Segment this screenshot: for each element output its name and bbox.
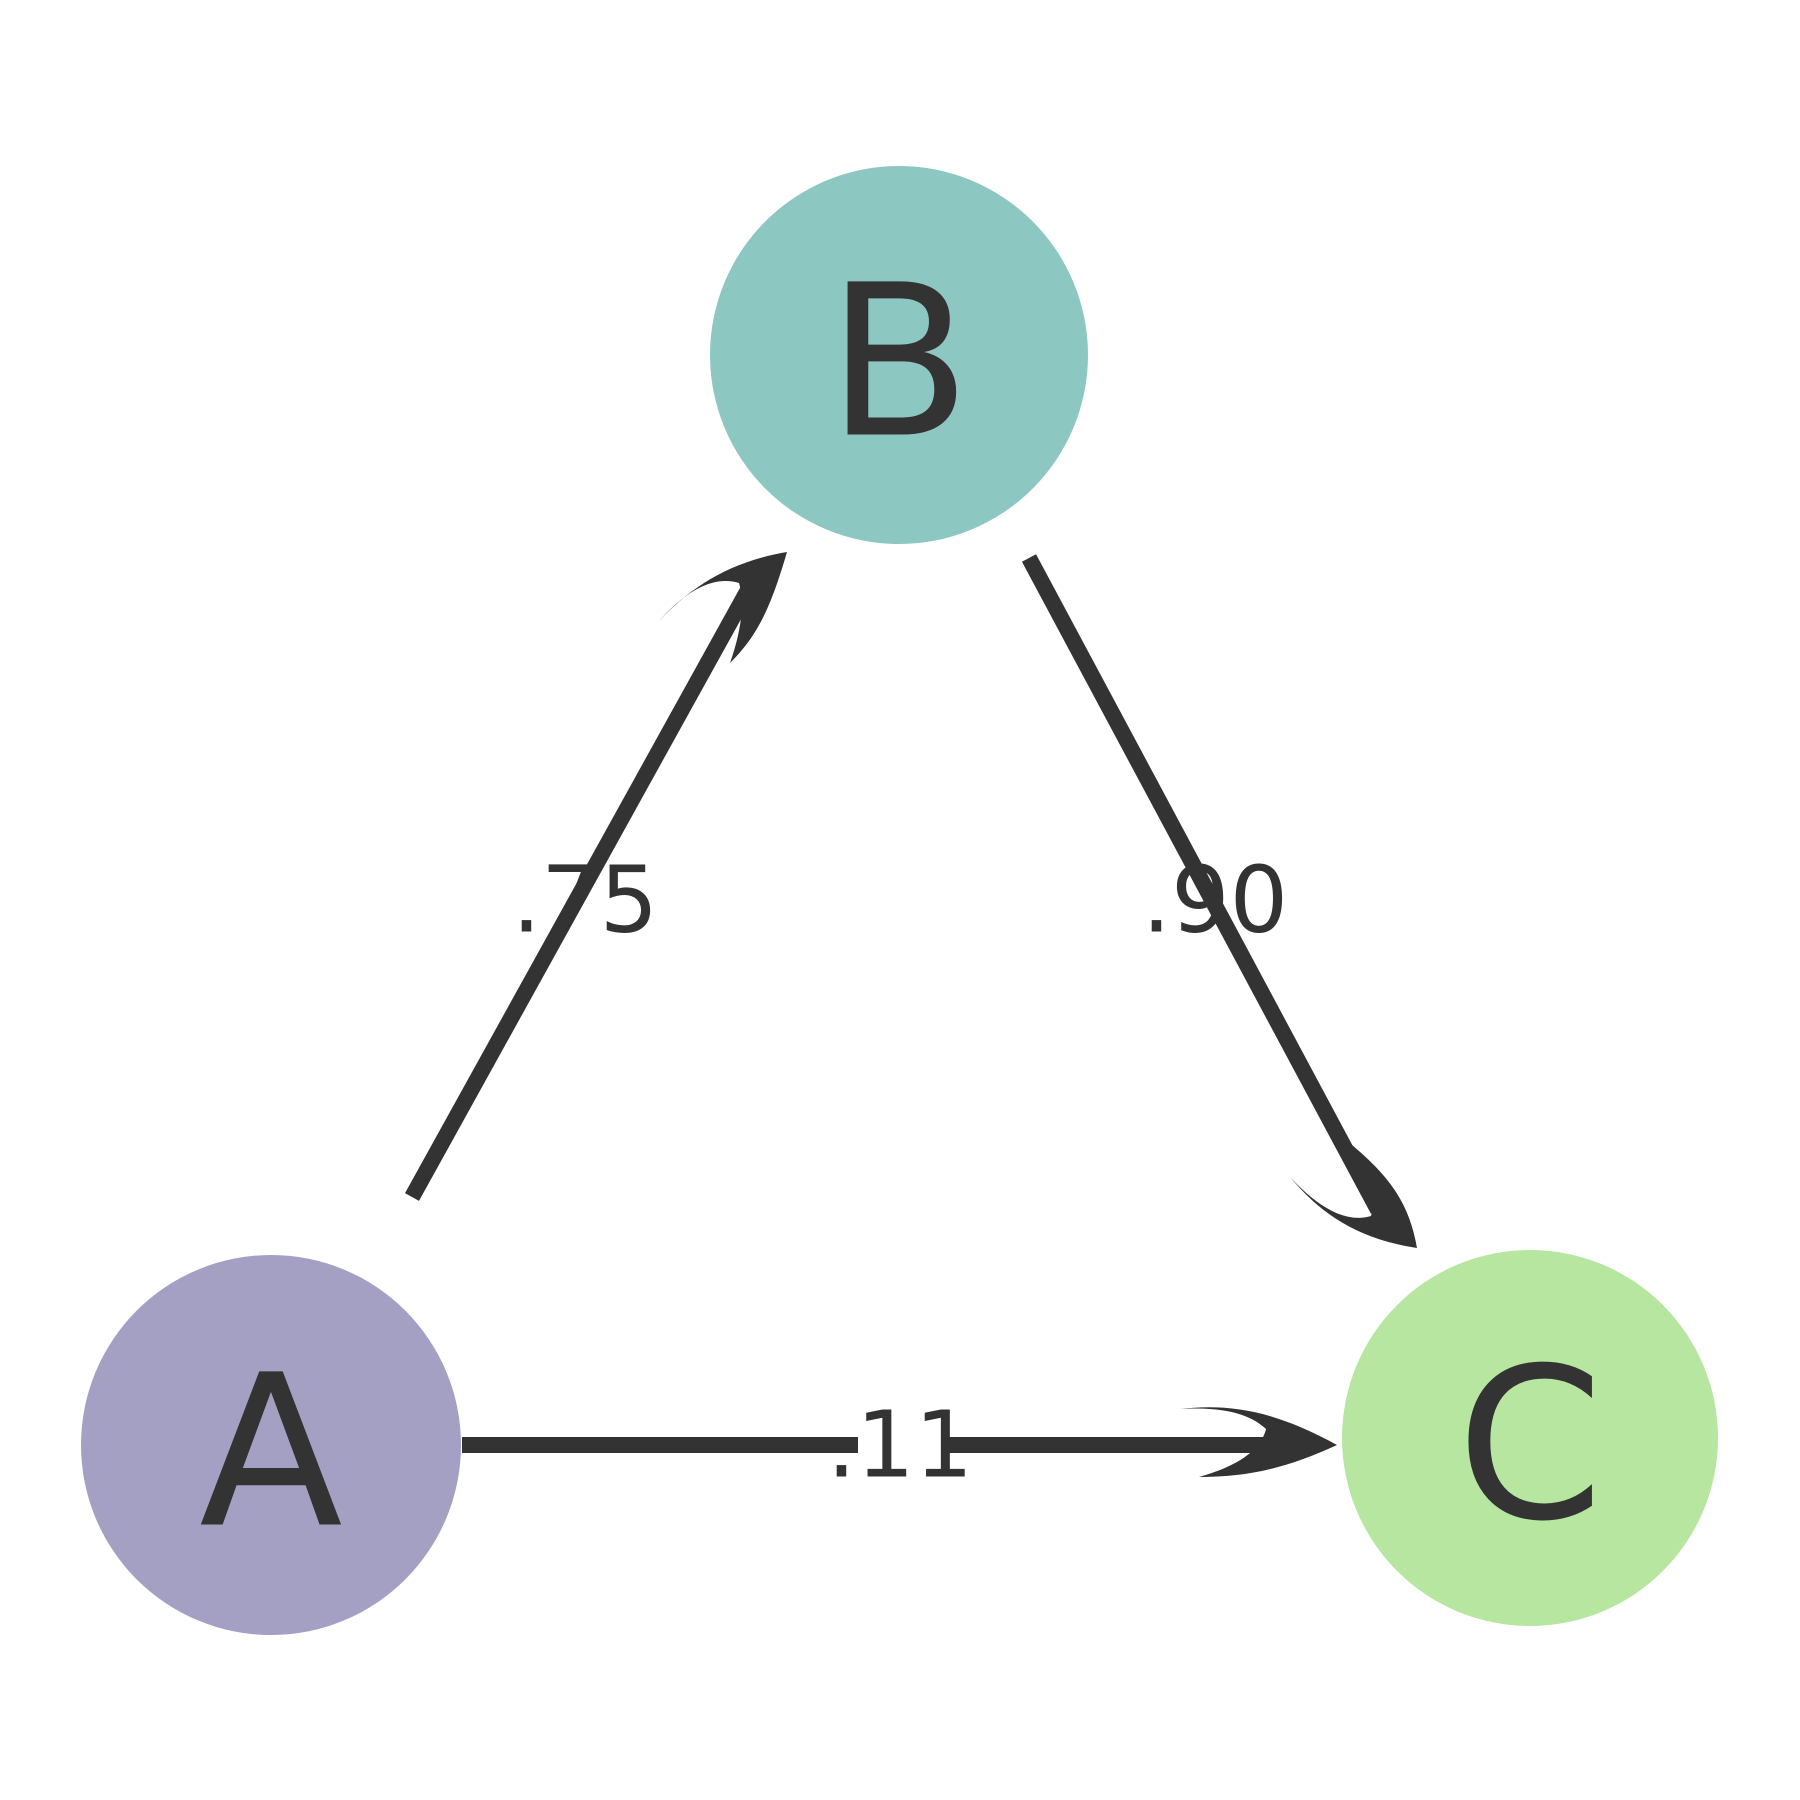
edge-b-to-c[interactable]: .90 — [1021, 554, 1417, 1248]
node-b-circle — [710, 166, 1088, 544]
node-a-circle — [81, 1255, 461, 1635]
node-c-circle — [1342, 1250, 1718, 1626]
edge-b-to-c-line — [1021, 554, 1386, 1214]
node-c[interactable]: C — [1342, 1250, 1718, 1626]
edge-a-to-b[interactable]: .75 — [405, 552, 787, 1201]
edge-a-to-c-label: .11 — [827, 1392, 973, 1499]
node-b-label: B — [827, 240, 971, 485]
edge-a-to-b-arrowhead — [659, 552, 787, 663]
node-a-label: A — [199, 1330, 343, 1575]
node-a[interactable]: A — [81, 1255, 461, 1635]
node-b[interactable]: B — [710, 166, 1088, 544]
edge-b-to-c-label: .90 — [1142, 847, 1288, 954]
node-c-label: C — [1457, 1323, 1604, 1568]
edge-b-to-c-arrowhead — [1290, 1135, 1417, 1248]
edge-a-to-b-label: .75 — [512, 847, 658, 954]
edge-a-to-c[interactable]: .11 — [462, 1392, 1337, 1499]
edge-a-to-c-arrowhead — [1180, 1407, 1337, 1477]
edge-a-to-b-line — [405, 586, 755, 1201]
